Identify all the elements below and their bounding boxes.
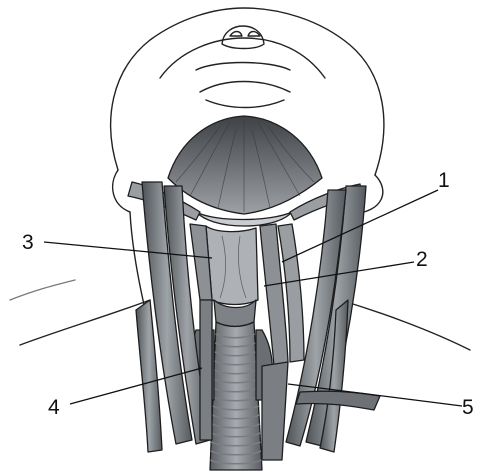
- left-sternocleidomastoid: [136, 182, 210, 452]
- left-nostril: [230, 32, 242, 37]
- nose-tip-outline: [222, 26, 264, 49]
- callout-2: 2: [416, 248, 428, 271]
- trachea: [210, 322, 262, 470]
- thyroid-cartilage: [206, 226, 258, 305]
- callout-4: 4: [48, 396, 60, 419]
- callout-5: 5: [462, 396, 474, 419]
- callout-3: 3: [22, 231, 34, 254]
- callout-1: 1: [438, 169, 450, 192]
- larynx: [206, 226, 258, 327]
- leader-line-3: [44, 242, 212, 258]
